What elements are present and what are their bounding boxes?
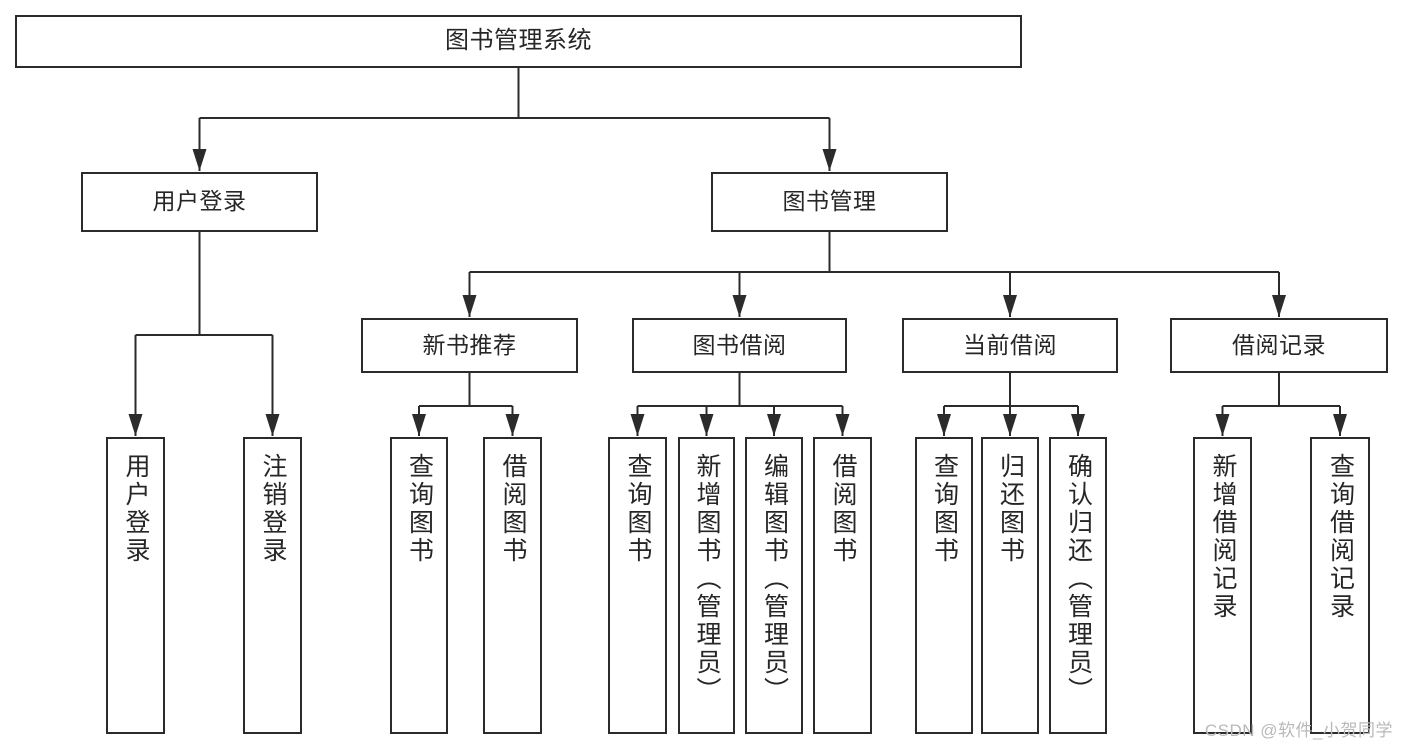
node-label: 用户登录 <box>122 453 150 565</box>
node-leaf-rec-query[interactable]: 查询图书 <box>390 437 448 734</box>
node-label: 查询图书 <box>405 453 434 565</box>
node-label: 图书管理 <box>782 188 877 215</box>
arrowhead-icon <box>630 414 645 436</box>
arrowhead-icon <box>822 149 837 171</box>
node-leaf-user-logout[interactable]: 注销登录 <box>243 437 302 734</box>
node-new-book-rec[interactable]: 新书推荐 <box>361 318 578 373</box>
node-leaf-rec-search[interactable]: 查询借阅记录 <box>1310 437 1370 734</box>
node-label: 借阅记录 <box>1232 331 1326 358</box>
node-leaf-borrow-query[interactable]: 查询图书 <box>608 437 667 734</box>
node-current-borrow[interactable]: 当前借阅 <box>902 318 1118 373</box>
arrowhead-icon <box>128 414 143 436</box>
node-label: 图书管理系统 <box>445 27 592 55</box>
node-label: 新增借阅记录 <box>1209 453 1237 621</box>
node-label: 注销登录 <box>259 453 287 565</box>
node-label: 确认归还（管理员） <box>1064 453 1093 705</box>
node-leaf-rec-add[interactable]: 新增借阅记录 <box>1193 437 1252 734</box>
node-label: 图书借阅 <box>692 331 787 358</box>
node-leaf-cur-query[interactable]: 查询图书 <box>915 437 973 734</box>
arrowhead-icon <box>412 414 426 436</box>
arrowhead-icon <box>699 414 714 436</box>
node-book-manage[interactable]: 图书管理 <box>711 172 948 232</box>
node-label: 编辑图书（管理员） <box>760 453 789 705</box>
node-label: 查询图书 <box>930 453 959 565</box>
node-leaf-borrow-add[interactable]: 新增图书（管理员） <box>678 437 735 734</box>
node-label: 借阅图书 <box>829 453 857 565</box>
node-leaf-user-login[interactable]: 用户登录 <box>106 437 165 734</box>
arrowhead-icon <box>767 414 781 436</box>
node-leaf-borrow-edit[interactable]: 编辑图书（管理员） <box>745 437 803 734</box>
node-label: 归还图书 <box>996 453 1025 565</box>
node-label: 用户登录 <box>152 188 247 215</box>
arrowhead-icon <box>462 295 477 317</box>
arrowhead-icon <box>192 149 207 171</box>
node-leaf-rec-borrow[interactable]: 借阅图书 <box>483 437 542 734</box>
node-label: 当前借阅 <box>963 331 1057 358</box>
arrowhead-icon <box>265 414 280 436</box>
node-label: 查询借阅记录 <box>1326 453 1355 621</box>
node-book-borrow[interactable]: 图书借阅 <box>632 318 847 373</box>
arrowhead-icon <box>835 414 850 436</box>
arrowhead-icon <box>937 414 951 436</box>
node-label: 借阅图书 <box>499 453 527 565</box>
arrowhead-icon <box>505 414 520 436</box>
watermark-label: CSDN @软件_小贺同学 <box>1204 721 1393 740</box>
arrowhead-icon <box>1003 414 1017 436</box>
node-leaf-borrow-lend[interactable]: 借阅图书 <box>813 437 872 734</box>
arrowhead-icon <box>1333 414 1347 436</box>
node-root[interactable]: 图书管理系统 <box>15 15 1022 68</box>
node-label: 新增图书（管理员） <box>693 453 721 705</box>
node-label: 新书推荐 <box>422 331 517 358</box>
arrowhead-icon <box>1215 414 1230 436</box>
node-leaf-cur-return[interactable]: 归还图书 <box>981 437 1039 734</box>
arrowhead-icon <box>1272 295 1286 317</box>
node-user-login[interactable]: 用户登录 <box>81 172 318 232</box>
node-label: 查询图书 <box>624 453 652 565</box>
arrowhead-icon <box>732 295 747 317</box>
node-borrow-record[interactable]: 借阅记录 <box>1170 318 1388 373</box>
arrowhead-icon <box>1003 295 1017 317</box>
node-leaf-cur-confirm[interactable]: 确认归还（管理员） <box>1049 437 1107 734</box>
arrowhead-icon <box>1071 414 1085 436</box>
